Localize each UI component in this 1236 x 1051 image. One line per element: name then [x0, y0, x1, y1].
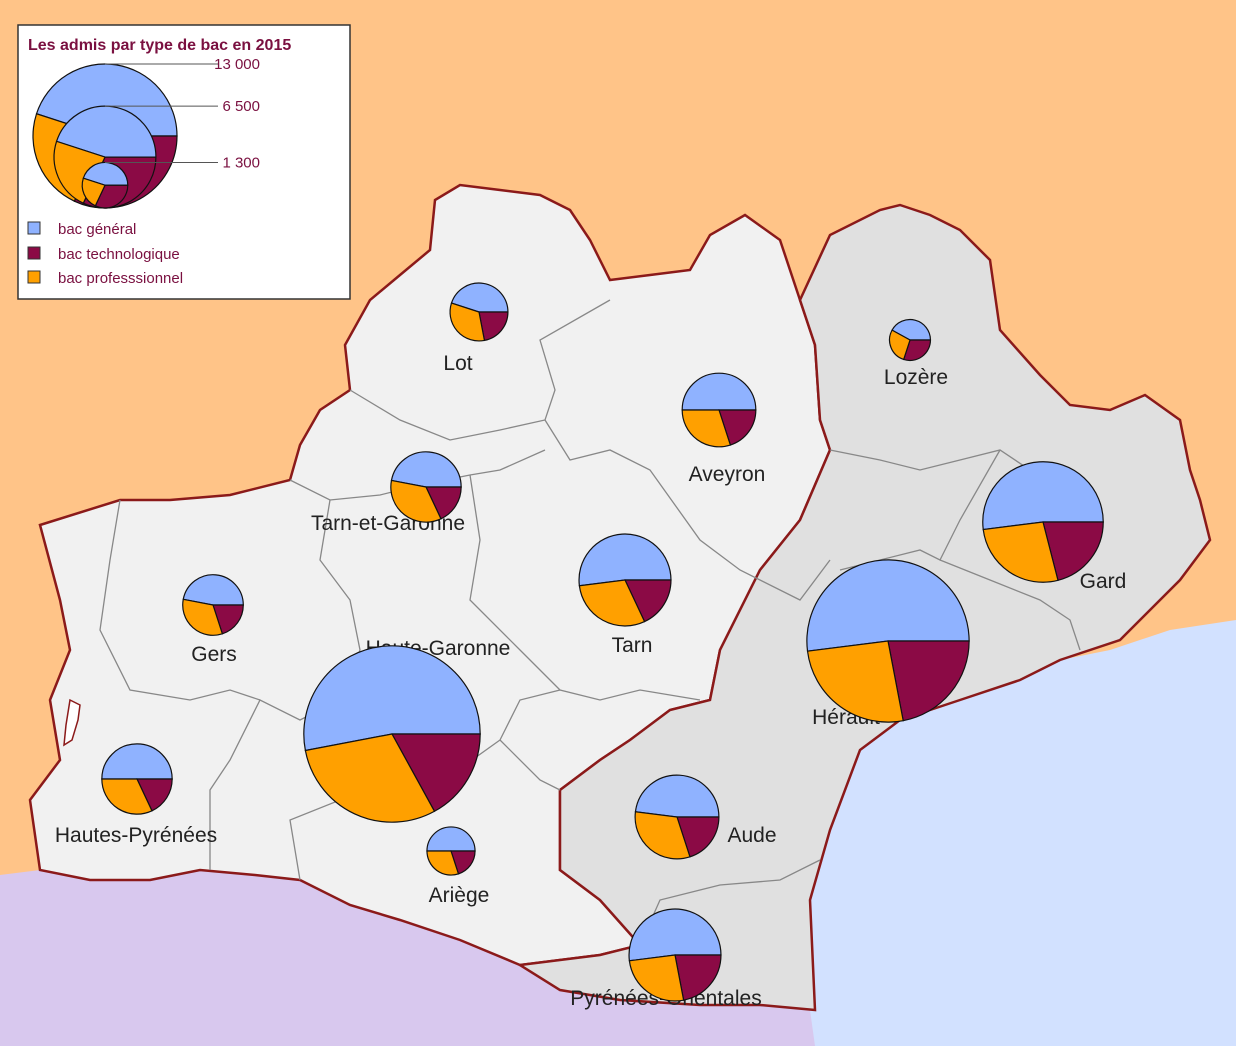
pie-tarn-et-garonne — [390, 451, 462, 523]
legend-entry-pro: bac professsionnel — [27, 270, 183, 287]
department-pies — [101, 282, 1104, 1002]
pie-slice-general — [806, 559, 970, 652]
dept-label-hautes-pyrenees: Hautes-Pyrénées — [55, 824, 217, 847]
pie-hautes-pyr-n-es — [101, 743, 173, 815]
legend-label-pro: bac professsionnel — [58, 270, 183, 287]
legend-swatch-pro — [27, 270, 41, 284]
pie-slice-pro — [806, 640, 904, 723]
pie-slice-general — [578, 533, 672, 587]
pie-slice-pro — [634, 811, 691, 860]
pie-slice-techno — [676, 816, 720, 858]
dept-label-aveyron: Aveyron — [689, 463, 766, 486]
pie-slice-general — [303, 645, 481, 752]
lagoon — [63, 698, 81, 747]
dept-label-tarn: Tarn — [612, 634, 653, 657]
legend: Les admis par type de bac en 2015 13 000… — [17, 24, 351, 300]
dept-label-ariege: Ariège — [429, 884, 490, 907]
pie-slice-techno — [674, 954, 722, 1001]
pie-slice-pro — [628, 954, 685, 1002]
pie-slice-techno — [1042, 521, 1104, 582]
pie-haute-garonne — [303, 645, 481, 823]
pie-loz-re — [888, 318, 932, 362]
pie-slice-techno — [718, 409, 757, 446]
pie-slice-pro — [182, 598, 224, 636]
spain-area — [0, 870, 815, 1046]
dept-label-gers: Gers — [191, 643, 237, 666]
pie-slice-general — [182, 574, 244, 606]
pie-slice-techno — [136, 778, 173, 812]
pie-slice-general — [426, 826, 476, 852]
pie-slice-pro — [578, 579, 646, 627]
pie-h-rault — [806, 559, 970, 723]
pie-aveyron — [681, 372, 757, 448]
scale-label: 6 500 — [222, 98, 260, 115]
pie-slice-general — [982, 461, 1104, 531]
pie-slice-techno — [902, 339, 932, 362]
pie-ari-ge — [426, 826, 476, 876]
legend-entry-general: bac général — [27, 221, 136, 238]
pie-slice-pro — [426, 850, 460, 876]
pie-slice-techno — [390, 733, 481, 813]
pie-slice-techno — [624, 579, 672, 623]
legend-swatch-techno — [27, 246, 41, 260]
pie-gers — [182, 574, 244, 636]
pie-slice-general — [628, 908, 722, 962]
pie-tarn — [578, 533, 672, 627]
legend-label-techno: bac technologique — [58, 246, 180, 263]
pie-slice-general — [681, 372, 757, 411]
pie-scale-2 — [81, 161, 129, 209]
dept-label-gard: Gard — [1080, 570, 1127, 593]
legend-swatch-general — [27, 221, 41, 235]
pie-slice-pro — [304, 733, 436, 823]
pie-aude — [634, 774, 720, 860]
pie-slice-general — [634, 774, 720, 818]
pie-slice-pro — [101, 778, 153, 815]
pie-slice-general — [55, 105, 157, 158]
pie-slice-techno — [94, 184, 129, 209]
scale-label: 1 300 — [222, 154, 260, 171]
pie-slice-pro — [982, 521, 1059, 583]
pie-slice-techno — [478, 311, 509, 342]
legend-scale: 13 000 6 500 1 300 — [32, 56, 260, 209]
dept-label-lozere: Lozère — [884, 366, 948, 389]
pie-slice-pro — [681, 409, 732, 448]
pie-slice-techno — [425, 486, 462, 520]
pie-slice-pro — [81, 177, 106, 207]
pie-lot — [449, 282, 509, 342]
pie-slice-pro — [53, 140, 106, 204]
legend-label-general: bac général — [58, 221, 136, 238]
pie-slice-pro — [390, 479, 442, 523]
legend-title: Les admis par type de bac en 2015 — [28, 37, 291, 54]
pie-pyr-n-es-orientales — [628, 908, 722, 1002]
pie-slice-pro — [888, 329, 911, 361]
sea-area — [800, 620, 1236, 1046]
pie-slice-techno — [887, 640, 970, 722]
dept-label-lot: Lot — [443, 352, 472, 375]
pie-slice-general — [390, 451, 462, 488]
scale-label: 13 000 — [214, 56, 260, 73]
pie-gard — [982, 461, 1104, 583]
pie-slice-general — [450, 282, 509, 313]
legend-entry-techno: bac technologique — [27, 246, 180, 263]
dept-label-aude: Aude — [727, 824, 776, 847]
pie-slice-general — [101, 743, 173, 780]
pie-slice-pro — [449, 302, 486, 342]
